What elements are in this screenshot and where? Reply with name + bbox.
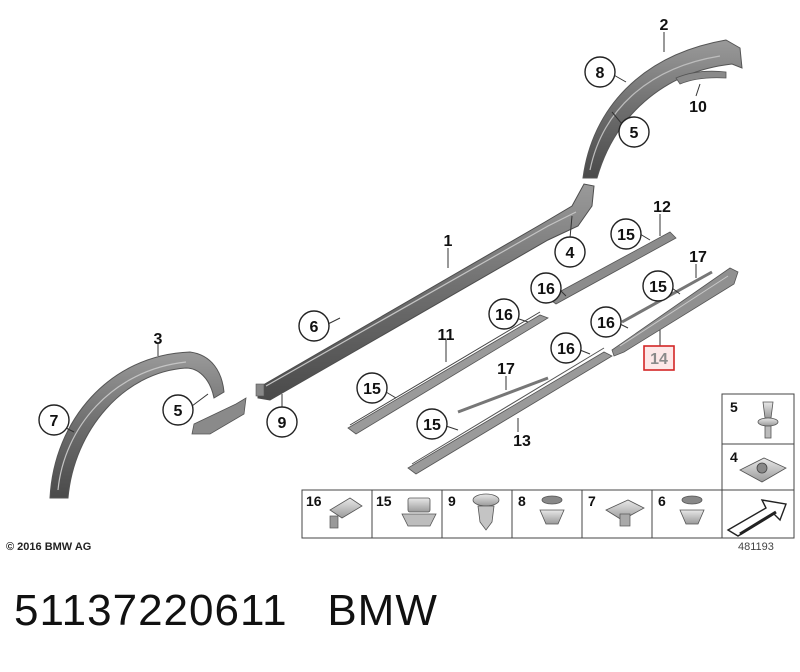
copyright-notice: © 2016 BMW AG: [6, 541, 92, 553]
clip-9-icon: [472, 493, 500, 531]
side-legend: 5 4: [721, 393, 795, 539]
svg-text:16: 16: [597, 315, 615, 332]
side-legend-label-5: 5: [730, 399, 738, 415]
svg-text:6: 6: [310, 319, 319, 336]
label-11: 11: [438, 327, 455, 344]
callout-16-a: 16: [530, 272, 562, 304]
callout-7: 7: [38, 404, 70, 436]
callout-5-rear: 5: [618, 116, 650, 148]
label-2: 2: [660, 17, 669, 34]
clip-8-icon: [539, 495, 565, 525]
side-legend-label-4: 4: [730, 449, 738, 465]
svg-text:16: 16: [495, 307, 513, 324]
svg-text:14: 14: [650, 351, 668, 368]
callout-5-front: 5: [162, 394, 194, 426]
svg-text:15: 15: [649, 279, 667, 296]
sill-strip-13: [407, 347, 613, 475]
callout-15-c: 15: [356, 372, 388, 404]
svg-text:15: 15: [363, 381, 381, 398]
rivet-icon: [757, 401, 779, 439]
svg-text:15: 15: [423, 417, 441, 434]
clip-15-icon: [401, 497, 437, 527]
part-number-caption: 51137220611 BMW: [14, 586, 438, 635]
clip-6-icon: [679, 495, 705, 525]
legend-label-7: 7: [588, 493, 596, 509]
svg-text:7: 7: [50, 413, 59, 430]
svg-text:5: 5: [174, 403, 183, 420]
callout-15-d: 15: [416, 408, 448, 440]
label-17-lower: 17: [497, 361, 515, 378]
arch-trim-strip-10: [675, 70, 727, 85]
svg-text:9: 9: [278, 415, 287, 432]
callout-8: 8: [584, 56, 616, 88]
callout-14-highlighted[interactable]: 14: [643, 345, 675, 371]
legend-label-9: 9: [448, 493, 456, 509]
nut-clip-icon: [739, 457, 787, 483]
front-wheel-arch-trim: [49, 351, 247, 499]
callout-16-d: 16: [550, 332, 582, 364]
legend-label-16: 16: [306, 493, 322, 509]
callout-15-b: 15: [642, 270, 674, 302]
clip-7-icon: [605, 499, 645, 527]
svg-text:15: 15: [617, 227, 635, 244]
trim-strip-12: [547, 231, 677, 305]
direction-arrow-icon: [726, 499, 787, 537]
legend-label-6: 6: [658, 493, 666, 509]
svg-text:16: 16: [557, 341, 575, 358]
trim-strip-14: [611, 267, 739, 357]
callout-4: 4: [554, 236, 586, 268]
bottom-legend: 16 15 9 8 7 6: [301, 489, 723, 539]
callout-9: 9: [266, 406, 298, 438]
svg-text:4: 4: [566, 245, 575, 262]
label-17-upper: 17: [689, 249, 707, 266]
sill-strip-11: [347, 311, 549, 435]
image-number: 481193: [738, 541, 774, 553]
callout-16-b: 16: [488, 298, 520, 330]
svg-text:16: 16: [537, 281, 555, 298]
legend-label-8: 8: [518, 493, 526, 509]
svg-text:5: 5: [630, 125, 639, 142]
label-1: 1: [444, 233, 453, 250]
legend-label-15: 15: [376, 493, 392, 509]
callout-15-a: 15: [610, 218, 642, 250]
label-10: 10: [689, 99, 707, 116]
clip-16-icon: [329, 497, 363, 529]
svg-text:8: 8: [596, 65, 605, 82]
seal-strip-17-lower: [457, 376, 549, 414]
label-12: 12: [653, 199, 671, 216]
label-3: 3: [154, 331, 163, 348]
side-sill-panel: [255, 183, 595, 401]
label-13: 13: [513, 433, 531, 450]
callout-6: 6: [298, 310, 330, 342]
callout-16-c: 16: [590, 306, 622, 338]
